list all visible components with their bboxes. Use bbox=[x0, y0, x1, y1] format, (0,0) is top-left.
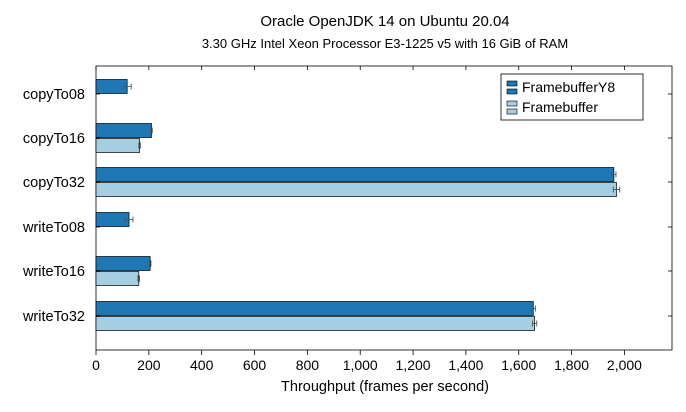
chart-subtitle: 3.30 GHz Intel Xeon Processor E3-1225 v5… bbox=[202, 36, 568, 51]
x-tick-label-2000: 2,000 bbox=[607, 357, 642, 373]
bar-framebuffer-writeto16 bbox=[95, 271, 140, 286]
error-bar-framebuffery8-copyto32 bbox=[611, 171, 617, 178]
x-tick-label-600: 600 bbox=[243, 357, 267, 373]
x-axis-label: Throughput (frames per second) bbox=[281, 379, 489, 395]
error-bar-framebuffery8-writeto08 bbox=[124, 216, 134, 223]
bar-framebuffer-writeto32 bbox=[95, 316, 535, 331]
x-tick-label-800: 800 bbox=[296, 357, 320, 373]
legend-swatch-framebuffery8-top bbox=[506, 80, 518, 87]
x-tick-label-200: 200 bbox=[137, 357, 161, 373]
legend-label-framebuffery8: FramebufferY8 bbox=[522, 79, 615, 95]
plot-frame bbox=[95, 65, 673, 351]
y-tick-label-copyto16: copyTo16 bbox=[23, 131, 85, 147]
x-tick-label-0: 0 bbox=[92, 357, 100, 373]
chart-title: Oracle OpenJDK 14 on Ubuntu 20.04 bbox=[260, 13, 509, 30]
legend: FramebufferY8 Framebuffer bbox=[500, 73, 644, 121]
x-tick-label-1400: 1,400 bbox=[448, 357, 483, 373]
bar-framebuffery8-copyto08 bbox=[95, 79, 128, 94]
x-tick-label-400: 400 bbox=[190, 357, 214, 373]
y-axis-ticks: copyTo08 copyTo16 copyTo32 writeTo08 writeTo… bbox=[22, 87, 672, 325]
y-tick-label-writeto16: writeTo16 bbox=[22, 264, 85, 280]
error-bar-framebuffer-copyto32 bbox=[612, 186, 621, 193]
error-bar-framebuffer-writeto32 bbox=[532, 320, 538, 327]
bar-framebuffer-copyto16 bbox=[95, 138, 140, 153]
error-bar-framebuffery8-writeto16 bbox=[148, 260, 152, 267]
x-tick-label-1200: 1,200 bbox=[396, 357, 431, 373]
y-tick-label-writeto08: writeTo08 bbox=[22, 220, 85, 236]
y-tick-label-copyto08: copyTo08 bbox=[23, 87, 85, 103]
y-tick-label-copyto32: copyTo32 bbox=[23, 175, 85, 191]
y-tick-label-writeto32: writeTo32 bbox=[22, 309, 85, 325]
bar-framebuffery8-writeto08 bbox=[95, 212, 130, 227]
bar-framebuffer-copyto32 bbox=[95, 182, 617, 197]
x-tick-label-1600: 1,600 bbox=[501, 357, 536, 373]
bar-framebuffery8-writeto32 bbox=[95, 301, 534, 316]
x-tick-label-1000: 1,000 bbox=[343, 357, 378, 373]
legend-label-framebuffer: Framebuffer bbox=[522, 99, 598, 115]
error-bar-framebuffer-copyto16 bbox=[138, 142, 141, 149]
error-bar-framebuffery8-copyto16 bbox=[150, 127, 153, 134]
legend-swatch-framebuffery8-bottom bbox=[506, 88, 518, 95]
legend-swatch-framebuffer-bottom bbox=[506, 108, 518, 115]
error-bars-layer bbox=[122, 83, 621, 327]
legend-frame bbox=[500, 73, 644, 121]
legend-swatch-framebuffer-top bbox=[506, 100, 518, 107]
error-bar-framebuffery8-writeto32 bbox=[530, 305, 536, 312]
error-bar-framebuffer-writeto16 bbox=[137, 275, 141, 282]
bar-framebuffery8-writeto16 bbox=[95, 256, 151, 271]
error-bar-framebuffery8-copyto08 bbox=[122, 83, 132, 90]
x-axis-ticks: 0 200 400 600 800 1,000 1,200 1,400 1,600 1,800 2,… bbox=[92, 66, 642, 373]
bar-framebuffery8-copyto16 bbox=[95, 123, 152, 138]
x-tick-label-1800: 1,800 bbox=[554, 357, 589, 373]
bar-framebuffery8-copyto32 bbox=[95, 167, 615, 182]
